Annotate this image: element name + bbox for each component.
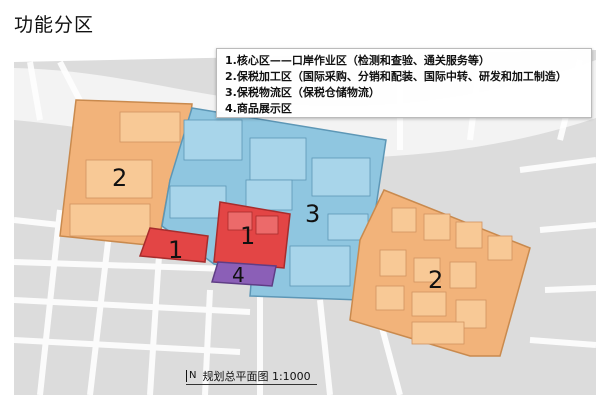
processing-west-buildings — [69, 111, 181, 237]
page-title: 功能分区 — [14, 14, 95, 36]
label-logistics: 3 — [305, 200, 320, 228]
label-processing-west: 2 — [112, 164, 127, 192]
legend-item-processing: 2.保税加工区（国际采购、分销和配装、国际中转、研发和加工制造） — [225, 70, 567, 83]
north-arrow-icon: N — [186, 370, 196, 382]
label-processing-east: 2 — [428, 266, 443, 294]
label-core-b: 1 — [240, 222, 255, 250]
zone-exhibition[interactable] — [211, 261, 277, 287]
label-exhibition: 4 — [232, 263, 245, 287]
legend-item-core: 1.核心区——口岸作业区（检测和查验、通关服务等） — [225, 54, 490, 67]
scale-caption: N 规划总平面图 1:1000 — [186, 368, 317, 385]
processing-east-buildings — [375, 207, 513, 345]
legend-panel: 1.核心区——口岸作业区（检测和查验、通关服务等） 2.保税加工区（国际采购、分… — [216, 48, 592, 118]
logistics-buildings — [169, 119, 371, 287]
core-b-buildings — [227, 211, 279, 235]
legend-item-exhibition: 4.商品展示区 — [225, 102, 292, 115]
label-core-a: 1 — [168, 236, 183, 264]
legend-item-logistics: 3.保税物流区（保税仓储物流） — [225, 86, 380, 99]
caption-text: 规划总平面图 1:1000 — [202, 370, 311, 383]
zone-core-a[interactable] — [138, 227, 209, 263]
